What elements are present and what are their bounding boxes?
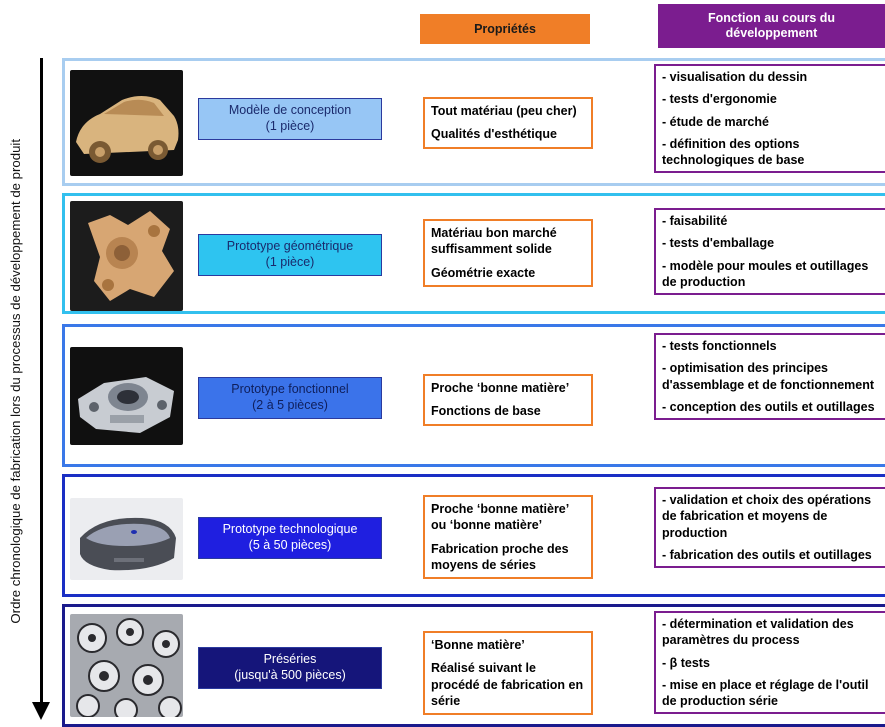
stage-type-box: Prototype technologique (5 à 50 pièces) [198,517,382,559]
property-item: Géométrie exacte [431,265,536,280]
properties-box: Proche ‘bonne matière’ Fonctions de base [423,374,593,426]
property-item: Tout matériau (peu cher) [431,104,577,118]
property-item: Fabrication proche des moyens de séries [431,541,569,572]
stage-quantity: (2 à 5 pièces) [252,398,328,412]
function-item: - mise en place et réglage de l'outil de… [662,677,869,708]
stage-type-name: Modèle de conception [228,103,352,118]
function-item: - fabrication des outils et outillages [662,547,872,562]
stage-row-functional-prototype: Prototype fonctionnel (2 à 5 pièces) Pro… [62,324,885,467]
stage-row-preseries: Préséries (jusqu'à 500 pièces) ‘Bonne ma… [62,604,885,727]
functions-box: - détermination et validation des paramè… [654,611,885,715]
function-item: - β tests [662,655,710,670]
wooden-part-photo [70,201,183,311]
functions-box: - faisabilité - tests d'emballage - modè… [654,208,885,295]
property-item: Qualités d'esthétique [431,127,557,142]
function-item: - modèle pour moules et outillages de pr… [662,258,869,289]
functions-box: - visualisation du dessin - tests d'ergo… [654,64,885,174]
stage-type-name: Prototype fonctionnel [231,382,349,397]
properties-box: Proche ‘bonne matière’ ou ‘bonne matière… [423,495,593,579]
property-item: Proche ‘bonne matière’ ou ‘bonne matière… [431,502,569,533]
stage-type-box: Prototype fonctionnel (2 à 5 pièces) [198,377,382,419]
chronology-arrow [40,58,43,706]
stage-type-box: Prototype géométrique (1 pièce) [198,234,382,276]
function-item: - tests d'ergonomie [662,92,777,107]
arrow-down-icon [32,702,50,720]
stage-quantity: (jusqu'à 500 pièces) [234,668,346,682]
function-item: - détermination et validation des paramè… [662,617,854,648]
stage-type-box: Modèle de conception (1 pièce) [198,98,382,140]
stage-row-geometric-prototype: Prototype géométrique (1 pièce) Matériau… [62,193,885,314]
function-item: - visualisation du dessin [662,70,808,84]
stage-type-name: Prototype géométrique [226,239,354,254]
function-item: - étude de marché [662,114,769,129]
functions-box: - validation et choix des opérations de … [654,487,885,568]
device-housing-photo [70,498,183,580]
series-parts-photo [70,614,183,717]
properties-box: Tout matériau (peu cher) Qualités d'esth… [423,97,593,149]
chronology-axis-label: Ordre chronologique de fabrication lors … [7,138,23,624]
property-item: Matériau bon marché suffisamment solide [431,226,557,257]
properties-header: Propriétés [420,14,590,44]
stage-quantity: (5 à 50 pièces) [248,538,332,552]
function-item: - conception des outils et outillages [662,399,875,414]
function-item: - faisabilité [662,214,728,228]
function-item: - optimisation des principes d'assemblag… [662,361,875,392]
function-header: Fonction au cours du développement [658,4,885,48]
stage-type-name: Préséries [263,652,317,667]
function-item: - tests fonctionnels [662,339,777,353]
stage-type-name: Prototype technologique [222,522,358,537]
metal-part-photo [70,347,183,445]
function-item: - définition des options technologiques … [662,136,805,167]
car-model-photo [70,70,183,176]
stage-row-technological-prototype: Prototype technologique (5 à 50 pièces) … [62,474,885,597]
stage-row-design-model: Modèle de conception (1 pièce) Tout maté… [62,58,885,186]
property-item: ‘Bonne matière’ [431,638,525,652]
function-item: - tests d'emballage [662,236,775,251]
properties-box: Matériau bon marché suffisamment solide … [423,219,593,287]
stage-quantity: (1 pièce) [265,119,315,133]
stage-quantity: (1 pièce) [265,255,315,269]
property-item: Fonctions de base [431,404,541,419]
functions-box: - tests fonctionnels - optimisation des … [654,333,885,420]
function-item: - validation et choix des opérations de … [662,493,872,540]
properties-box: ‘Bonne matière’ Réalisé suivant le procé… [423,631,593,715]
property-item: Proche ‘bonne matière’ [431,381,570,395]
property-item: Réalisé suivant le procédé de fabricatio… [431,661,584,708]
stage-type-box: Préséries (jusqu'à 500 pièces) [198,647,382,689]
